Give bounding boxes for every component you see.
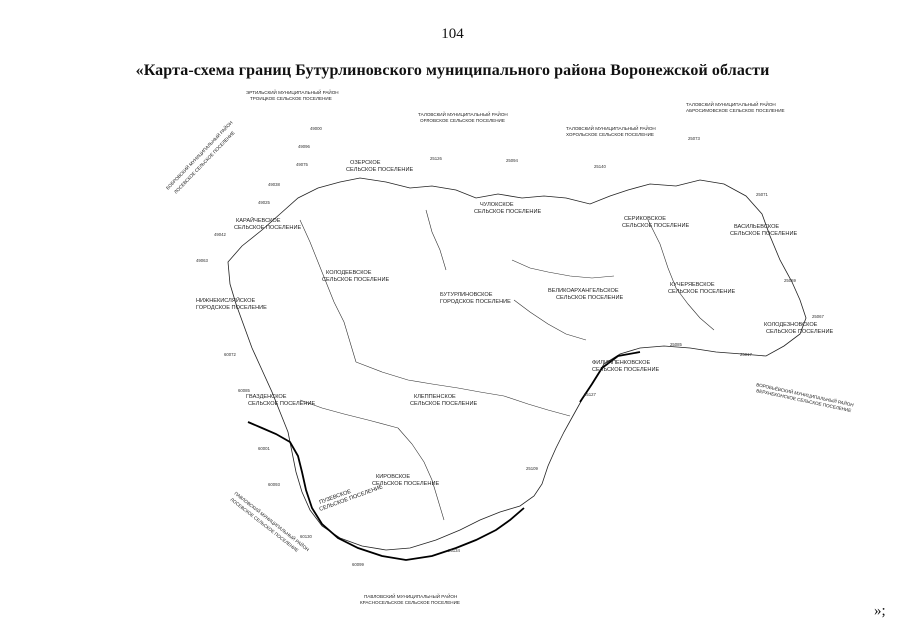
neighbor-label: ТАЛОВСКИЙ МУНИЦИПАЛЬНЫЙ РАЙОН — [418, 110, 508, 117]
boundary-point-label: 60093 — [268, 482, 281, 487]
boundary-point-label: 25071 — [756, 192, 769, 197]
neighbor-label: ПАВЛОВСКИЙ МУНИЦИПАЛЬНЫЙ РАЙОН — [233, 489, 311, 552]
boundary-point-label: 25140 — [594, 164, 607, 169]
settlement-label: КИРОВСКОЕ — [376, 474, 410, 480]
settlement-label: СЕЛЬСКОЕ ПОСЕЛЕНИЕ — [622, 223, 689, 229]
settlement-label: СЕЛЬСКОЕ ПОСЕЛЕНИЕ — [248, 401, 315, 407]
boundary-point-label: 60130 — [300, 534, 313, 539]
boundary-point-label: 25109 — [526, 466, 539, 471]
settlement-label: ГВАЗДЕНСКОЕ — [246, 394, 287, 400]
neighbor-label: ТАЛОВСКИЙ МУНИЦИПАЛЬНЫЙ РАЙОН — [566, 124, 656, 131]
boundary-point-label: 25085 — [670, 342, 683, 347]
boundary-point-label: 25094 — [506, 158, 519, 163]
settlement-label: СЕЛЬСКОЕ ПОСЕЛЕНИЕ — [766, 329, 833, 335]
boundary-point-label: 49000 — [310, 126, 323, 131]
neighbor-label: БОБРОВСКИЙ МУНИЦИПАЛЬНЫЙ РАЙОН — [164, 119, 234, 191]
map-title: «Карта-схема границ Бутурлиновского муни… — [135, 62, 770, 79]
settlement-label: БУТУРЛИНОВСКОЕ — [440, 292, 493, 298]
boundary-point-label: 49042 — [214, 232, 227, 237]
settlement-label: КУЧЕРЯЕВСКОЕ — [670, 282, 715, 288]
settlement-label: СЕЛЬСКОЕ ПОСЕЛЕНИЕ — [372, 481, 439, 487]
district-outline — [227, 177, 807, 551]
settlement-label: СЕЛЬСКОЕ ПОСЕЛЕНИЕ — [730, 231, 797, 237]
outer-boundary-bold — [247, 351, 641, 561]
boundary-point-label: 25134 — [448, 548, 461, 553]
neighbor-label: ОРЛОВСКОЕ СЕЛЬСКОЕ ПОСЕЛЕНИЕ — [420, 118, 505, 123]
boundary-point-label: 25017 — [740, 352, 753, 357]
neighbor-label: ЭРТИЛЬСКИЙ МУНИЦИПАЛЬНЫЙ РАЙОН — [246, 88, 339, 95]
neighbor-label: ЛОСЕВСКОЕ СЕЛЬСКОЕ ПОСЕЛЕНИЕ — [173, 130, 236, 195]
settlement-label: НИЖНЕКИСЛЯЙСКОЕ — [196, 296, 255, 304]
boundary-point-label: 25067 — [812, 314, 825, 319]
settlement-label: СЕЛЬСКОЕ ПОСЕЛЕНИЕ — [592, 367, 659, 373]
boundary-point-label: 25073 — [688, 136, 701, 141]
boundary-point-label: 60001 — [258, 446, 271, 451]
settlement-label: СЕЛЬСКОЕ ПОСЕЛЕНИЕ — [234, 225, 301, 231]
boundary-point-label: 49038 — [268, 182, 281, 187]
neighbor-label: ЛОСЕВСКОЕ СЕЛЬСКОЕ ПОСЕЛЕНИЕ — [229, 497, 299, 553]
settlement-label: ОЗЕРСКОЕ — [350, 160, 381, 166]
settlement-label: ЧУЛОКСКОЕ — [480, 202, 514, 208]
settlement-label: СЕЛЬСКОЕ ПОСЕЛЕНИЕ — [410, 401, 477, 407]
settlement-label: ВАСИЛЬЕВСКОЕ — [734, 224, 779, 230]
neighbor-label: ПАВЛОВСКИЙ МУНИЦИПАЛЬНЫЙ РАЙОН — [364, 592, 457, 599]
page-number: 104 — [441, 26, 464, 42]
neighbor-label: КРАСНОСЕЛЬСКОЕ СЕЛЬСКОЕ ПОСЕЛЕНИЕ — [360, 600, 460, 605]
boundary-point-label: 25127 — [584, 392, 597, 397]
boundary-point-label: 25126 — [430, 156, 443, 161]
neighbor-label: ТРОИЦКОЕ СЕЛЬСКОЕ ПОСЕЛЕНИЕ — [250, 96, 332, 101]
settlement-label: ГОРОДСКОЕ ПОСЕЛЕНИЕ — [440, 299, 511, 305]
settlement-label: СЕЛЬСКОЕ ПОСЕЛЕНИЕ — [556, 295, 623, 301]
internal-boundaries — [299, 209, 715, 521]
settlement-label: ВЕЛИКОАРХАНГЕЛЬСКОЕ — [548, 288, 619, 294]
settlement-label: ФИЛИППЕНКОВСКОЕ — [592, 360, 650, 366]
end-quote-mark: »; — [874, 603, 886, 619]
boundary-point-label: 60099 — [352, 562, 365, 567]
settlement-label: СЕЛЬСКОЕ ПОСЕЛЕНИЕ — [322, 277, 389, 283]
boundary-point-label: 49063 — [196, 258, 209, 263]
settlement-label: СЕЛЬСКОЕ ПОСЕЛЕНИЕ — [668, 289, 735, 295]
boundary-point-label: 49025 — [258, 200, 271, 205]
boundary-points: 49000 49096 49075 49038 49025 25126 2509… — [196, 126, 825, 567]
boundary-point-label: 49096 — [298, 144, 311, 149]
boundary-point-label: 60072 — [224, 352, 237, 357]
settlement-label: ГОРОДСКОЕ ПОСЕЛЕНИЕ — [196, 305, 267, 311]
boundary-point-label: 49075 — [296, 162, 309, 167]
settlement-label: КОЛОДЕЕВСКОЕ — [326, 270, 372, 276]
settlement-label: КАРАЙЧЕВСКОЕ — [236, 216, 281, 224]
settlement-label: СЕЛЬСКОЕ ПОСЕЛЕНИЕ — [474, 209, 541, 215]
settlement-label: СЕЛЬСКОЕ ПОСЕЛЕНИЕ — [346, 167, 413, 173]
neighbor-districts: ЭРТИЛЬСКИЙ МУНИЦИПАЛЬНЫЙ РАЙОН ТРОИЦКОЕ … — [164, 88, 855, 605]
boundary-point-label: 60085 — [238, 388, 251, 393]
settlement-label: КОЛОДЕЗНОВСКОЕ — [764, 322, 818, 328]
settlement-label: СЕРИКОВСКОЕ — [624, 216, 666, 222]
settlement-labels: ОЗЕРСКОЕ СЕЛЬСКОЕ ПОСЕЛЕНИЕ КАРАЙЧЕВСКОЕ… — [196, 160, 833, 513]
settlement-label: КЛЕППЕНСКОЕ — [414, 394, 456, 400]
boundary-point-label: 25059 — [784, 278, 797, 283]
neighbor-label: АБРОСИМОВСКОЕ СЕЛЬСКОЕ ПОСЕЛЕНИЕ — [686, 108, 785, 113]
neighbor-label: ХОРОЛЬСКОЕ СЕЛЬСКОЕ ПОСЕЛЕНИЕ — [566, 132, 654, 137]
neighbor-label: ТАЛОВСКИЙ МУНИЦИПАЛЬНЫЙ РАЙОН — [686, 100, 776, 107]
